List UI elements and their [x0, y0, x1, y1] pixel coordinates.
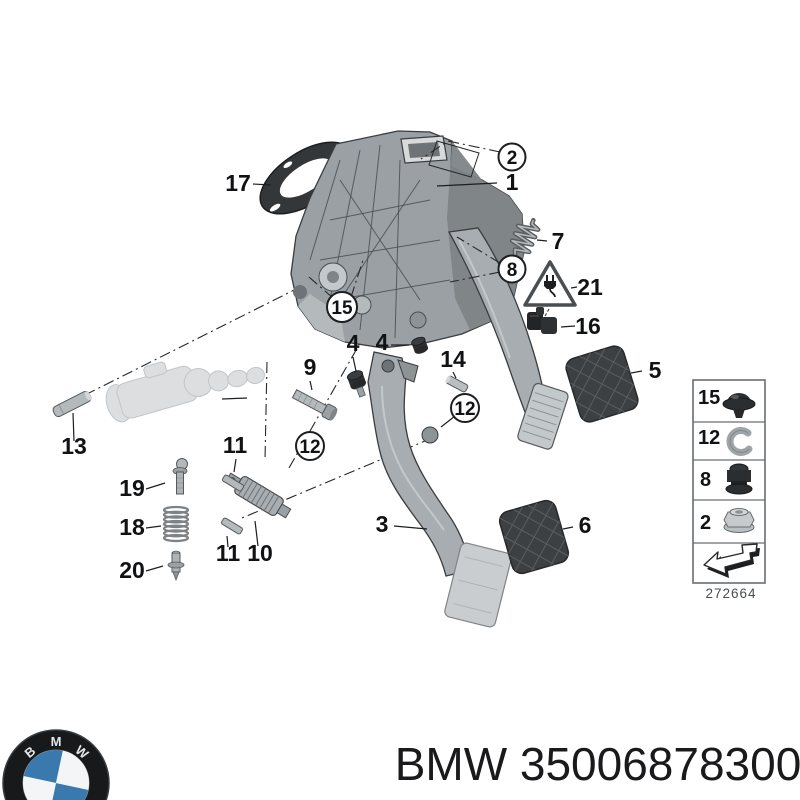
legend-box: 15 12 8 2: [692, 379, 766, 584]
bushing-4-upper: [411, 336, 429, 354]
legend-item-15: 15: [698, 387, 756, 418]
circled-callouts: 2 8 15 12 12: [295, 142, 527, 461]
direction-arrow-icon: [703, 543, 760, 578]
pin-part-13: [52, 390, 92, 418]
legend-item-8: 8: [700, 463, 753, 495]
callout-labels: 17 1 7 21 16 5 4 4 14 9 13 11 19 18 20 1…: [61, 169, 661, 583]
clutch-pedal-plate: [444, 542, 512, 628]
svg-text:8: 8: [700, 469, 711, 491]
callout-9: 9: [304, 354, 317, 380]
clutch-pedal-arm-3: [367, 351, 472, 577]
master-cylinder-ghost: [105, 361, 265, 423]
callout-4a: 4: [347, 330, 360, 356]
pin-part-11-lower: [221, 517, 243, 535]
callout-3: 3: [376, 511, 389, 537]
svg-text:8: 8: [507, 260, 518, 281]
leader-lines: [72, 140, 643, 572]
callout-13: 13: [61, 433, 87, 459]
callout-21: 21: [577, 274, 603, 300]
svg-text:2: 2: [507, 148, 518, 169]
part-number: 35006878300: [520, 738, 800, 790]
callout-4b: 4: [376, 329, 389, 355]
callout-circle-8: 8: [497, 254, 527, 284]
pin-part-11-upper: [222, 474, 244, 492]
legend-item-2: 2: [700, 508, 755, 534]
brake-pedal-pad-5: [563, 343, 641, 425]
stop-pin-part-20: [167, 550, 185, 582]
svg-text:2: 2: [700, 512, 711, 534]
callout-19: 19: [119, 475, 145, 501]
svg-text:12: 12: [698, 427, 720, 449]
callout-18: 18: [119, 514, 145, 540]
callout-circle-2: 2: [497, 142, 527, 172]
svg-text:12: 12: [454, 399, 475, 420]
clutch-pedal-pad-6: [497, 498, 571, 576]
callout-11a: 11: [223, 432, 248, 458]
bushing-4-lower: [346, 370, 367, 398]
flange-nut-icon: [723, 508, 755, 533]
brake-pedal-plate: [517, 382, 569, 450]
stop-bolt-part-19: [172, 458, 188, 495]
grommet-plug-icon: [722, 393, 756, 418]
callout-circle-12-right: 12: [450, 393, 480, 423]
callout-circle-12-left: 12: [295, 431, 325, 461]
svg-text:12: 12: [299, 437, 320, 458]
callout-6: 6: [579, 512, 592, 538]
callout-7: 7: [552, 228, 565, 254]
svg-text:15: 15: [698, 387, 720, 409]
callout-1: 1: [506, 169, 519, 195]
svg-text:15: 15: [331, 298, 353, 319]
bmw-logo-letter-m: M: [51, 734, 62, 749]
brand-text: BMW: [395, 738, 508, 790]
callout-5: 5: [649, 357, 662, 383]
spring-sleeve-part-18: [162, 505, 190, 543]
callout-14: 14: [440, 346, 466, 372]
electrical-warning-icon: [523, 260, 577, 317]
callout-17: 17: [225, 170, 251, 196]
callout-circle-15: 15: [326, 291, 358, 323]
damper-spring-part-10: [224, 472, 292, 519]
return-spring-7: [509, 217, 541, 258]
callout-11b: 11: [216, 540, 241, 566]
callout-20: 20: [119, 557, 145, 583]
switch-part-16: [527, 307, 557, 334]
legend-item-12: 12: [698, 426, 753, 456]
drawing-number: 272664: [705, 586, 756, 601]
callout-16: 16: [575, 313, 601, 339]
rubber-grommet-icon: [725, 463, 753, 495]
c-clip-icon: [726, 426, 753, 456]
bmw-logo: B M W: [2, 729, 110, 800]
part-number-text: BMW 35006878300: [395, 738, 800, 790]
pin-part-14: [445, 375, 469, 393]
bolt-part-9: [291, 389, 338, 421]
callout-10: 10: [247, 540, 273, 566]
